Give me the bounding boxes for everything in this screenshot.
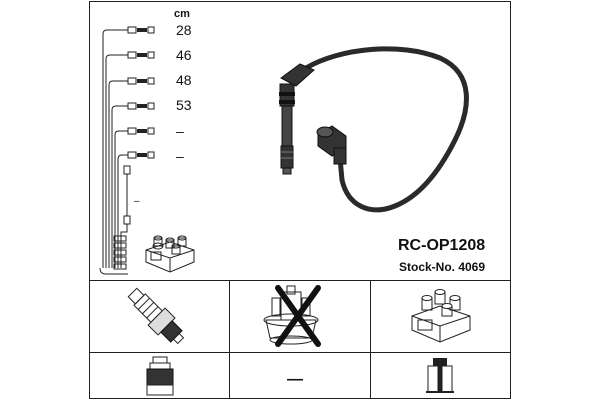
lead-length-5: – xyxy=(176,123,184,139)
part-number: RC-OP1208 xyxy=(398,237,485,254)
ignition-cable-illustration xyxy=(279,46,469,213)
ignition-coil-icon xyxy=(411,289,471,343)
angled-coil-boot xyxy=(316,125,347,165)
lead-row-3-icon xyxy=(108,77,155,268)
lead-length-1: 28 xyxy=(176,22,192,38)
stock-number: Stock-No. 4069 xyxy=(399,260,485,274)
small-coil-pack-icon xyxy=(145,235,195,273)
length-unit-label: cm xyxy=(174,8,190,20)
not-applicable-cross-icon xyxy=(275,285,321,347)
lead-terminals xyxy=(99,235,128,275)
lead-row-2-icon xyxy=(105,51,155,268)
lead-set-illustration: 28 46 48 53 xyxy=(99,22,195,275)
lead-length-6: – xyxy=(176,148,184,164)
lead-row-4-icon xyxy=(111,102,155,268)
spark-plug-boot xyxy=(279,63,315,175)
coil-terminal-icon xyxy=(426,358,454,393)
plug-terminal-icon xyxy=(146,356,174,396)
coil-lead-length: – xyxy=(134,196,140,207)
spark-plug-icon xyxy=(127,287,185,345)
coil-lead-icon xyxy=(120,165,131,268)
lead-row-6-icon xyxy=(117,151,155,268)
lead-row-5-icon xyxy=(114,127,155,268)
no-terminal-mark: — xyxy=(287,371,303,388)
lead-length-2: 46 xyxy=(176,47,192,63)
lead-length-3: 48 xyxy=(176,72,192,88)
lead-length-4: 53 xyxy=(176,97,192,113)
lead-row-1-icon xyxy=(102,26,155,268)
